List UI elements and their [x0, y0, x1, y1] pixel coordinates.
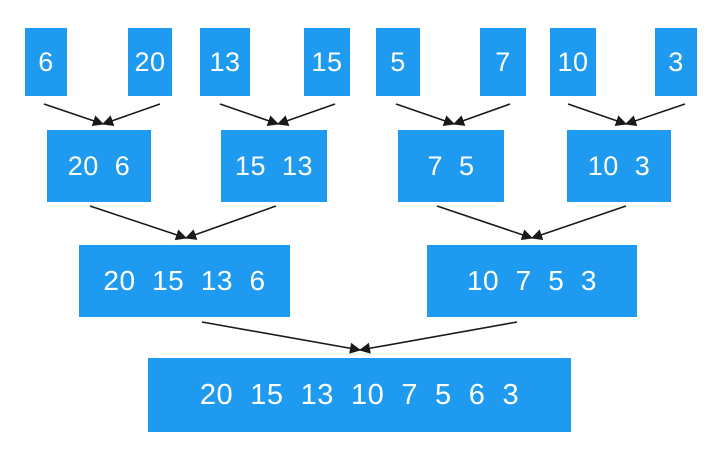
- arrow: [358, 321, 518, 354]
- merge-box-l2-2: 10 7 5 3: [427, 245, 637, 317]
- arrow: [624, 103, 686, 127]
- leaf-box-7: 10: [550, 28, 596, 96]
- leaf-box-8: 3: [655, 28, 697, 96]
- merge-box-l2-1: 20 15 13 6: [79, 245, 290, 317]
- merge-box-l1-4: 10 3: [567, 130, 671, 202]
- arrow: [201, 321, 362, 354]
- arrow: [184, 205, 277, 240]
- arrow: [395, 103, 456, 127]
- leaf-box-4: 15: [304, 28, 350, 96]
- arrow: [530, 205, 627, 241]
- leaf-box-6: 7: [480, 28, 526, 96]
- arrow: [567, 103, 628, 127]
- merge-box-l1-2: 15 13: [221, 130, 327, 202]
- arrow: [276, 103, 336, 126]
- arrow: [101, 103, 161, 126]
- leaf-box-2: 20: [128, 28, 172, 96]
- leaf-box-5: 5: [376, 28, 420, 96]
- merge-box-final: 20 15 13 10 7 5 6 3: [148, 358, 571, 432]
- arrow: [43, 103, 105, 127]
- merge-box-l1-1: 20 6: [47, 130, 151, 202]
- leaf-box-1: 6: [25, 28, 67, 96]
- merge-box-l1-3: 7 5: [398, 130, 504, 202]
- leaf-box-3: 13: [200, 28, 250, 96]
- arrow: [452, 103, 511, 126]
- arrow: [219, 103, 280, 127]
- arrow: [89, 205, 188, 241]
- arrow: [436, 205, 534, 241]
